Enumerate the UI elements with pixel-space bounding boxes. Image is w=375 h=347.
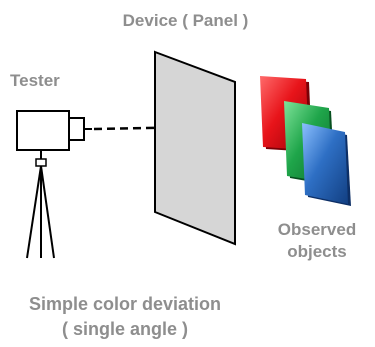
tester-label: Tester bbox=[10, 71, 60, 90]
tripod bbox=[26, 150, 55, 259]
caption-line2: ( single angle ) bbox=[61, 319, 189, 339]
observed-objects-label: Observed objects bbox=[262, 219, 372, 263]
caption-line1: Simple color deviation bbox=[28, 294, 222, 314]
device-panel-label: Device ( Panel ) bbox=[122, 11, 249, 30]
observed-object-blue bbox=[302, 123, 351, 206]
tester-camera bbox=[16, 110, 92, 151]
diagram-caption: Simple color deviation ( single angle ) bbox=[0, 292, 250, 342]
observed-label-line2: objects bbox=[287, 242, 347, 261]
camera-lens bbox=[68, 117, 85, 141]
device-panel bbox=[154, 50, 236, 246]
observed-label-line1: Observed bbox=[277, 220, 357, 239]
camera-body bbox=[16, 110, 70, 151]
